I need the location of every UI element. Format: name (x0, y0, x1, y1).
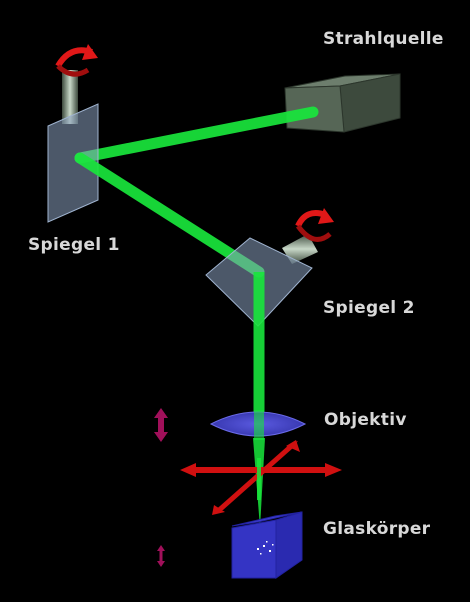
label-glass-body: Glaskörper (323, 519, 431, 539)
mirror1-rod (62, 70, 78, 124)
vertical-double-arrow-icon (157, 545, 165, 567)
glass-body-block (231, 511, 303, 579)
mirror2-rod (282, 234, 318, 264)
label-mirror-1: Spiegel 1 (28, 235, 120, 255)
laser-beam-source-to-mirror1 (74, 106, 319, 164)
engraved-points (257, 541, 274, 555)
mirror1 (47, 103, 99, 223)
label-laser-source: Strahlquelle (323, 29, 444, 49)
label-objective: Objektiv (324, 410, 407, 430)
rotation-arrow-icon (55, 44, 98, 77)
rotation-arrow-icon (295, 208, 334, 242)
laser-beam-mirror1-to-mirror2 (74, 152, 265, 278)
laser-source-box (284, 73, 401, 133)
vertical-double-arrow-icon (154, 408, 168, 442)
label-mirror-2: Spiegel 2 (323, 298, 415, 318)
